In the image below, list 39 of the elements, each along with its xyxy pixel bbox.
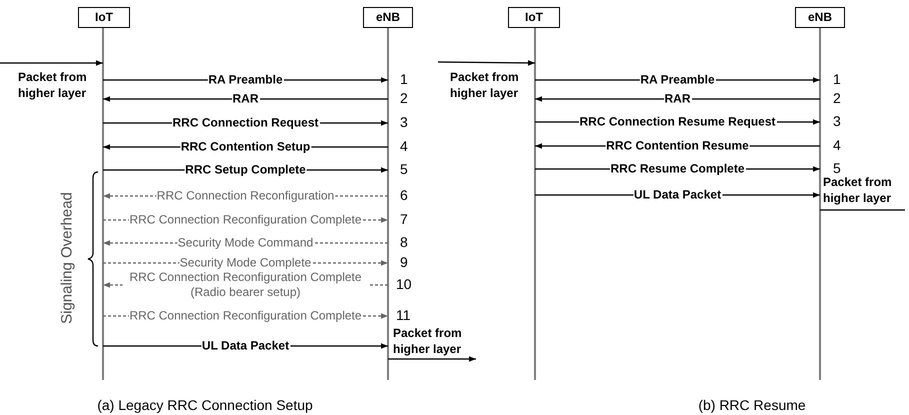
step-number: 5 xyxy=(400,161,408,177)
step-number: 8 xyxy=(400,234,408,250)
step-number: 9 xyxy=(400,254,408,270)
message-label: Packet from higher layer xyxy=(393,325,463,357)
message-label: Security Mode Complete xyxy=(178,256,312,270)
panel-caption: (b) RRC Resume xyxy=(698,397,806,413)
message-label: RRC Resume Complete xyxy=(609,162,746,176)
step-number: 4 xyxy=(833,137,841,153)
step-number: 2 xyxy=(833,90,841,106)
message-arrow xyxy=(438,60,535,66)
step-number: 6 xyxy=(400,187,408,203)
message-label: RRC Connection Reconfiguration Complete (Radio bearer setup) xyxy=(122,270,369,300)
message-label: RRC Contention Setup xyxy=(180,140,312,154)
message-label: RRC Connection Request xyxy=(172,116,320,130)
step-number: 4 xyxy=(400,138,408,154)
step-number: 1 xyxy=(400,71,408,87)
step-number: 1 xyxy=(833,71,841,87)
message-label: RRC Connection Reconfiguration xyxy=(156,188,336,204)
step-number: 3 xyxy=(833,113,841,129)
message-arrow xyxy=(103,96,388,102)
message-label: RRC Connection Resume Request xyxy=(578,114,777,130)
step-number: 3 xyxy=(400,114,408,130)
message-label: RRC Setup Complete xyxy=(184,162,307,178)
message-label: Security Mode Command xyxy=(176,236,314,250)
brace-label: Signaling Overhead xyxy=(58,192,76,324)
message-label: RRC Connection Reconfiguration Complete xyxy=(128,212,363,228)
message-label: Packet from higher layer xyxy=(18,69,88,101)
message-arrow xyxy=(388,356,476,362)
step-number: 11 xyxy=(396,307,411,323)
panel-caption: (a) Legacy RRC Connection Setup xyxy=(97,397,313,413)
message-arrow xyxy=(0,60,103,66)
message-label: Packet from higher layer xyxy=(823,174,893,206)
step-number: 5 xyxy=(833,160,841,176)
message-label: RRC Connection Reconfiguration Complete xyxy=(128,308,363,324)
step-number: 2 xyxy=(400,90,408,106)
message-label: Packet from higher layer xyxy=(450,69,520,101)
step-number: 10 xyxy=(396,276,412,292)
message-arrow xyxy=(535,96,820,102)
step-number: 7 xyxy=(400,211,408,227)
